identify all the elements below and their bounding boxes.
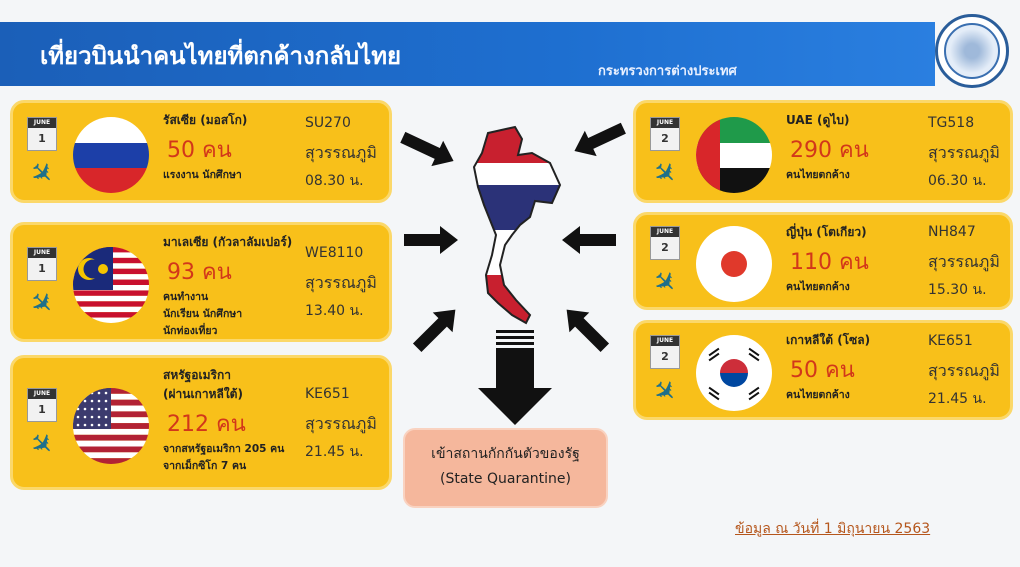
- airport-name: สุวรรณภูมิ: [305, 273, 377, 292]
- malaysia-flag-icon: [73, 247, 149, 323]
- ministry-seal-logo: [935, 14, 1009, 88]
- page-title: เที่ยวบินนำคนไทยที่ตกค้างกลับไทย: [40, 42, 402, 70]
- country-label: สหรัฐอเมริกา: [163, 368, 231, 382]
- arrival-time: 21.45 น.: [928, 391, 987, 407]
- header-banner: เที่ยวบินนำคนไทยที่ตกค้างกลับไทย กระทรวง…: [0, 22, 935, 86]
- passenger-count: 290 คน: [790, 138, 869, 163]
- flight-number: SU270: [305, 114, 351, 131]
- ministry-label: กระทรวงการต่างประเทศ: [598, 64, 737, 79]
- russia-flag-icon: [73, 116, 149, 193]
- calendar-icon: JUNE 2: [650, 226, 680, 260]
- passenger-count: 212 คน: [167, 412, 246, 437]
- flight-number: KE651: [305, 385, 350, 402]
- calendar-icon: JUNE 2: [650, 116, 680, 151]
- calendar-icon: JUNE 1: [27, 116, 57, 151]
- passenger-note: นักเรียน นักศึกษา: [163, 308, 243, 320]
- uae-flag-icon: [696, 116, 772, 193]
- arrow-from-malaysia: [404, 226, 458, 254]
- flight-card-malaysia: JUNE 1 ✈ มาเลเซีย (กัวลาลัมเปอร์) 93 คนคนท…: [10, 222, 392, 342]
- country-label: UAE (ดูไบ): [786, 113, 850, 127]
- calendar-day: 2: [661, 131, 669, 145]
- arrival-time: 15.30 น.: [928, 282, 987, 298]
- flight-number: KE651: [928, 333, 973, 349]
- airport-name: สุวรรณภูมิ: [928, 142, 1000, 162]
- data-date-footnote: ข้อมูล ณ วันที่ 1 มิถุนายน 2563: [735, 521, 931, 537]
- arrival-time: 06.30 น.: [928, 172, 987, 189]
- airport-name: สุวรรณภูมิ: [928, 252, 1000, 271]
- japan-flag-icon: [696, 226, 772, 302]
- passenger-count: 93 คน: [167, 260, 232, 285]
- flight-card-russia: JUNE 1 ✈ รัสเซีย (มอสโก) 50 คนแรงงาน นักศึ…: [10, 100, 392, 203]
- passenger-note: คนไทยตกค้าง: [786, 169, 850, 181]
- passenger-note: คนไทยตกค้าง: [786, 389, 850, 401]
- arrow-from-uae: [574, 122, 626, 157]
- flight-number: NH847: [928, 224, 976, 240]
- arrival-time: 21.45 น.: [305, 443, 364, 460]
- arrow-from-russia: [400, 131, 454, 167]
- country-label: เกาหลีใต้ (โซล): [786, 333, 871, 347]
- airplane-icon: ✈: [22, 423, 63, 464]
- airplane-icon: ✈: [645, 262, 686, 303]
- country-label: มาเลเซีย (กัวลาลัมเปอร์): [163, 235, 293, 249]
- country-label: ญี่ปุ่น (โตเกียว): [786, 225, 867, 239]
- thailand-map: [472, 125, 562, 325]
- airport-name: สุวรรณภูมิ: [928, 361, 1000, 380]
- calendar-day: 2: [661, 241, 669, 254]
- flight-number: TG518: [928, 114, 975, 131]
- flight-card-uae: JUNE 2 ✈ UAE (ดูไบ) 290 คนคนไทยตกค้าง TG51…: [633, 100, 1013, 203]
- calendar-month: JUNE: [651, 227, 679, 237]
- airplane-icon: ✈: [22, 283, 63, 324]
- flight-card-japan: JUNE 2 ✈ ญี่ปุ่น (โตเกียว) 110 คนคนไทยตกค้…: [633, 212, 1013, 310]
- passenger-note: จากสหรัฐอเมริกา 205 คน: [163, 443, 285, 455]
- airplane-icon: ✈: [22, 152, 63, 193]
- calendar-day: 1: [38, 402, 46, 416]
- passenger-note: จากเม็กซิโก 7 คน: [163, 460, 247, 472]
- calendar-day: 2: [661, 350, 669, 363]
- airport-name: สุวรรณภูมิ: [305, 142, 377, 162]
- calendar-icon: JUNE 2: [650, 335, 680, 369]
- airplane-icon: ✈: [645, 152, 686, 193]
- arrow-from-usa: [412, 309, 456, 353]
- korea-flag-icon: [696, 335, 772, 411]
- flight-card-usa: JUNE 1 ✈ สหรัฐอเมริกา (ผ่านเกาหลีใต้) 212 ค…: [10, 355, 392, 490]
- passenger-count: 110 คน: [790, 250, 869, 275]
- calendar-month: JUNE: [651, 336, 679, 346]
- passenger-note: แรงงาน นักศึกษา: [163, 169, 242, 181]
- arrow-to-quarantine: [478, 330, 552, 425]
- airplane-icon: ✈: [645, 371, 686, 412]
- quarantine-thai-label: เข้าสถานกักกันตัวของรัฐ: [431, 446, 580, 462]
- calendar-month: JUNE: [28, 117, 56, 128]
- calendar-day: 1: [38, 131, 46, 145]
- calendar-icon: JUNE 1: [27, 247, 57, 281]
- calendar-icon: JUNE 1: [27, 387, 57, 422]
- state-quarantine-box: เข้าสถานกักกันตัวของรัฐ (State Quarantin…: [403, 428, 608, 508]
- passenger-note: คนทำงาน: [163, 291, 209, 303]
- passenger-count: 50 คน: [790, 358, 855, 383]
- country-label: รัสเซีย (มอสโก): [163, 113, 248, 127]
- arrow-from-japan: [562, 226, 616, 254]
- arrival-time: 08.30 น.: [305, 172, 364, 189]
- passenger-note: คนไทยตกค้าง: [786, 281, 850, 293]
- airport-name: สุวรรณภูมิ: [305, 413, 377, 433]
- calendar-day: 1: [38, 262, 46, 275]
- country-via-label: (ผ่านเกาหลีใต้): [163, 387, 243, 401]
- flight-number: WE8110: [305, 245, 364, 261]
- calendar-month: JUNE: [651, 117, 679, 128]
- passenger-count: 50 คน: [167, 138, 232, 163]
- calendar-month: JUNE: [28, 248, 56, 258]
- quarantine-english-label: (State Quarantine): [440, 471, 571, 487]
- usa-flag-icon: [73, 387, 149, 464]
- calendar-month: JUNE: [28, 388, 56, 399]
- passenger-note: นักท่องเที่ยว: [163, 325, 218, 337]
- arrival-time: 13.40 น.: [305, 303, 364, 319]
